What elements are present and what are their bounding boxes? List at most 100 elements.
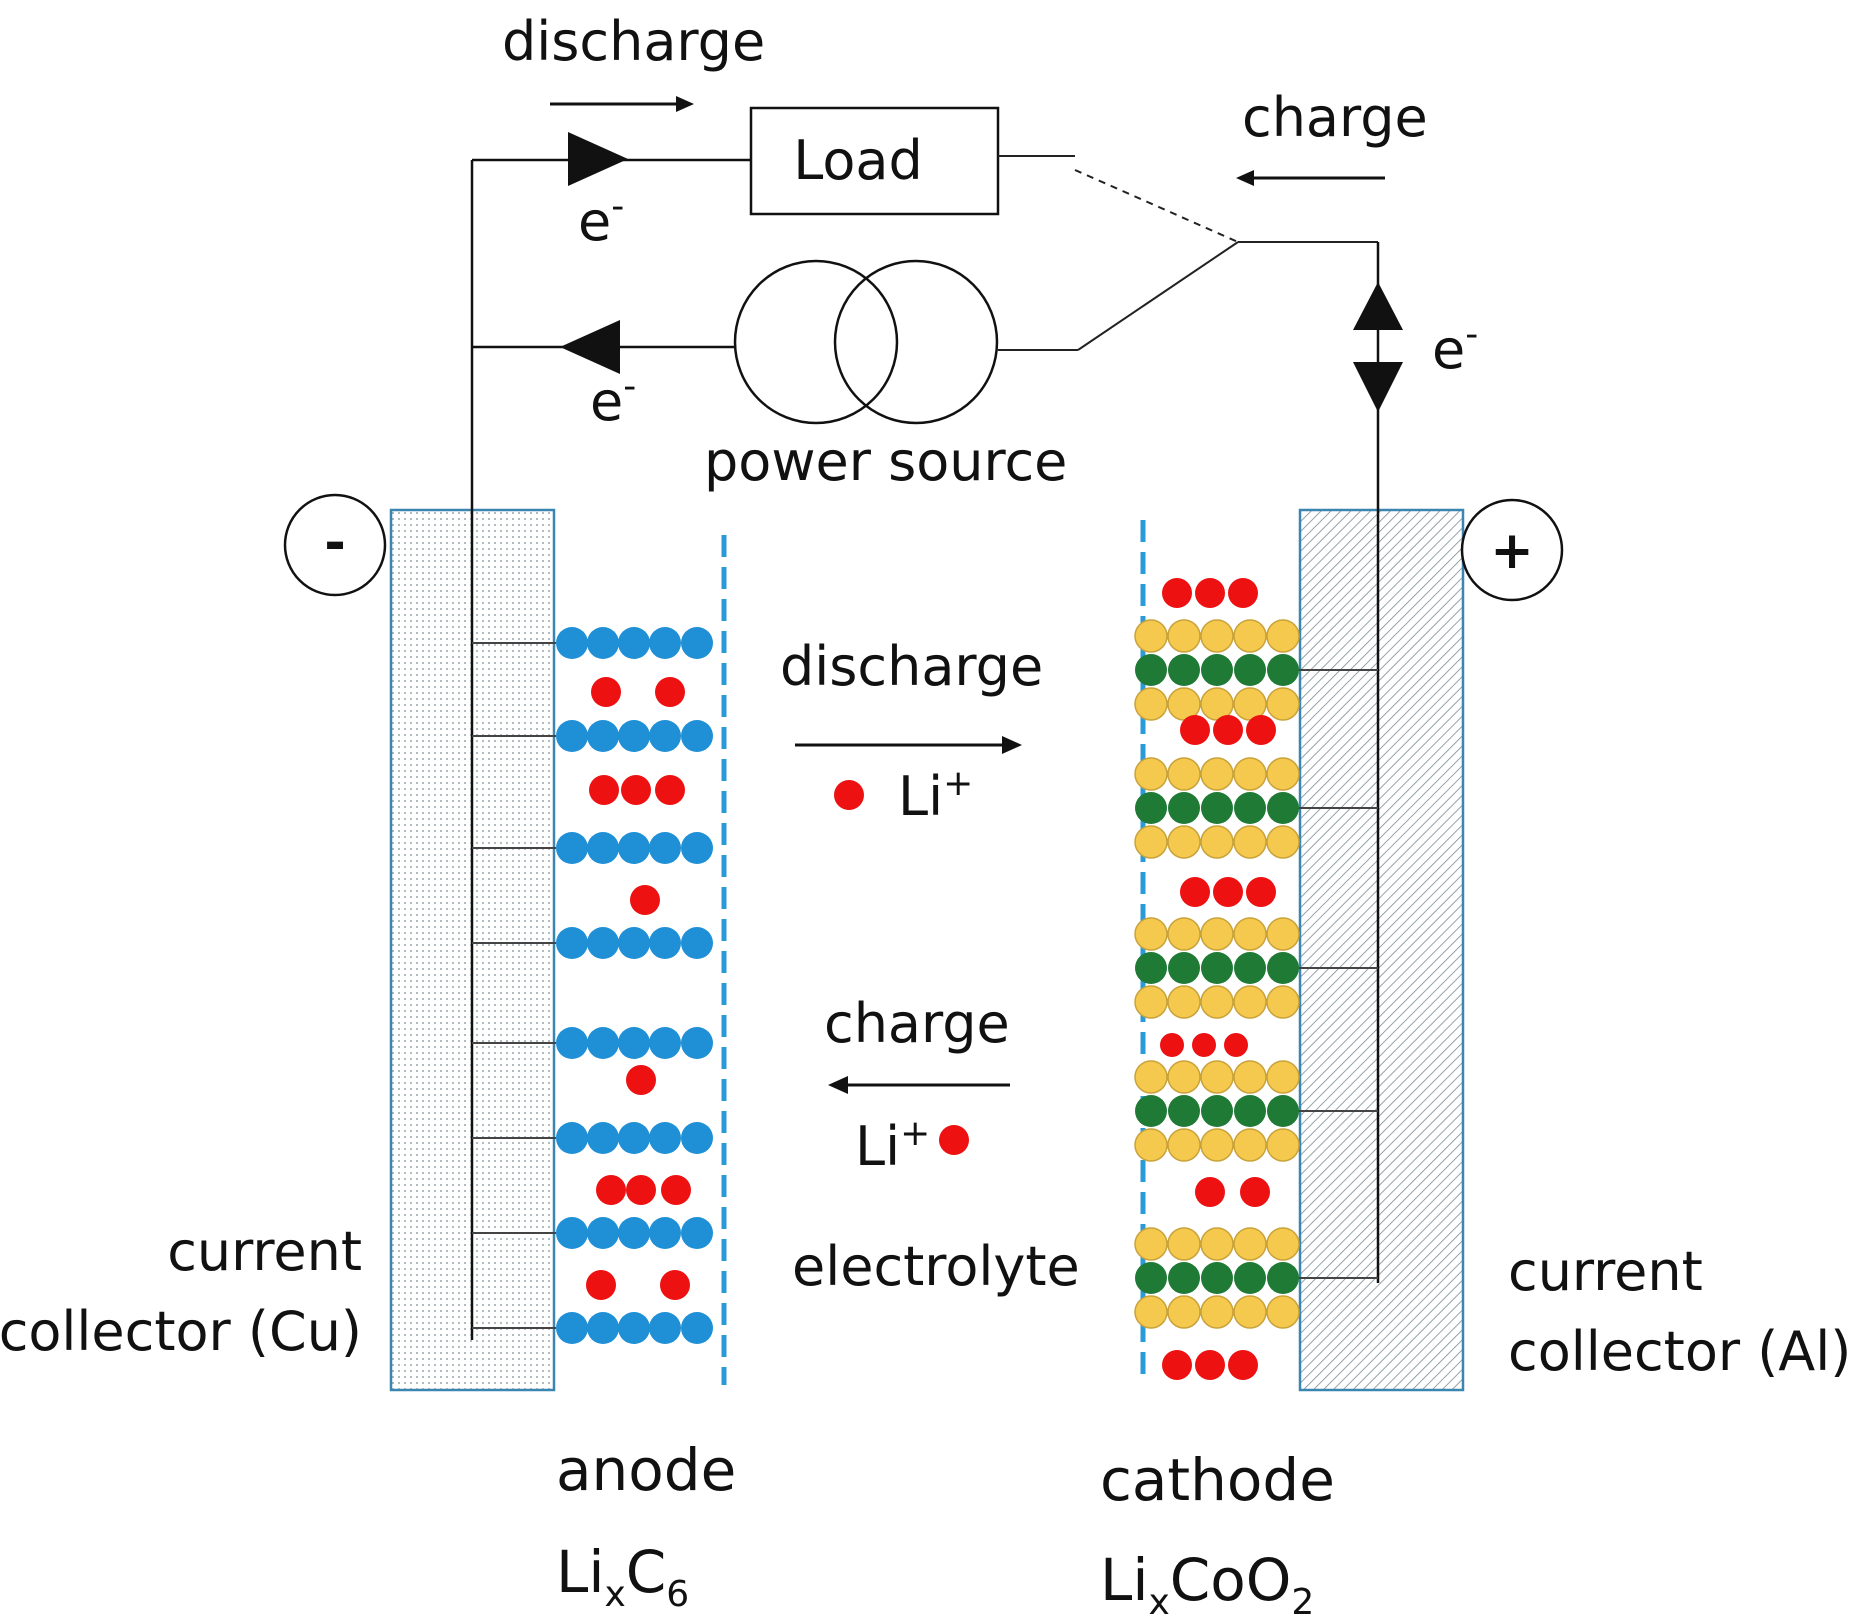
- collector-al-label-line2: collector (Al): [1508, 1320, 1851, 1383]
- carbon-atom: [556, 720, 588, 752]
- carbon-atom: [587, 627, 619, 659]
- li-ion-dot: [834, 780, 864, 810]
- carbon-atom: [618, 1312, 650, 1344]
- anode-particles: [556, 627, 713, 1344]
- carbon-atom: [556, 1027, 588, 1059]
- cobalt-atom: [1201, 1095, 1233, 1127]
- lithium-ion: [626, 1065, 656, 1095]
- oxygen-atom: [1200, 619, 1234, 653]
- carbon-atom: [649, 1027, 681, 1059]
- anode-connector-lines: [472, 642, 556, 1329]
- carbon-atom: [587, 1312, 619, 1344]
- charge-mid-label: charge: [824, 992, 1010, 1055]
- charge-top-label: charge: [1242, 86, 1428, 149]
- cobalt-atom: [1135, 792, 1167, 824]
- oxygen-atom: [1134, 687, 1168, 721]
- carbon-atom: [649, 1122, 681, 1154]
- lithium-ion: [1195, 578, 1225, 608]
- carbon-atom: [618, 832, 650, 864]
- cathode-formula: LixCoO2: [1100, 1546, 1314, 1623]
- li-ion-label: Li+: [855, 1113, 930, 1178]
- electron-arrow-down: [1353, 362, 1403, 412]
- oxygen-atom: [1266, 825, 1300, 859]
- oxygen-atom: [1200, 985, 1234, 1019]
- carbon-atom: [681, 627, 713, 659]
- oxygen-atom: [1266, 1227, 1300, 1261]
- carbon-atom: [681, 1312, 713, 1344]
- lithium-ion: [655, 677, 685, 707]
- carbon-atom: [618, 1027, 650, 1059]
- oxygen-atom: [1200, 917, 1234, 951]
- lithium-ion: [596, 1175, 626, 1205]
- electron-arrow-left: [560, 320, 620, 374]
- carbon-atom: [681, 1027, 713, 1059]
- lithium-ion: [1228, 1350, 1258, 1380]
- li-charge-arrow: [828, 1076, 1010, 1094]
- carbon-atom: [681, 720, 713, 752]
- lithium-ion: [655, 775, 685, 805]
- discharge-mid-label: discharge: [780, 635, 1043, 698]
- electron-arrow-right: [568, 132, 628, 186]
- oxygen-atom: [1266, 1295, 1300, 1329]
- charge-direction-arrow: [1236, 170, 1385, 186]
- lithium-ion: [1246, 715, 1276, 745]
- oxygen-atom: [1167, 825, 1201, 859]
- oxygen-atom: [1134, 985, 1168, 1019]
- oxygen-atom: [1134, 825, 1168, 859]
- lithium-ion: [1195, 1350, 1225, 1380]
- lithium-ion: [1160, 1033, 1184, 1057]
- lithium-ion: [1213, 877, 1243, 907]
- cobalt-atom: [1234, 654, 1266, 686]
- carbon-atom: [556, 1312, 588, 1344]
- oxygen-atom: [1266, 687, 1300, 721]
- power-source-icon: [733, 259, 999, 425]
- oxygen-atom: [1200, 1128, 1234, 1162]
- lithium-ion: [589, 775, 619, 805]
- cobalt-atom: [1201, 792, 1233, 824]
- positive-terminal-symbol: +: [1490, 521, 1534, 581]
- electron-label: e-: [578, 186, 624, 253]
- oxygen-atom: [1233, 825, 1267, 859]
- oxygen-atom: [1266, 1060, 1300, 1094]
- carbon-atom: [681, 927, 713, 959]
- oxygen-atom: [1134, 1295, 1168, 1329]
- carbon-atom: [587, 720, 619, 752]
- cobalt-atom: [1234, 792, 1266, 824]
- oxygen-atom: [1134, 1128, 1168, 1162]
- oxygen-atom: [1233, 619, 1267, 653]
- carbon-atom: [649, 1217, 681, 1249]
- cobalt-atom: [1234, 1095, 1266, 1127]
- oxygen-atom: [1200, 1227, 1234, 1261]
- carbon-atom: [556, 627, 588, 659]
- carbon-atom: [587, 1217, 619, 1249]
- cobalt-atom: [1168, 792, 1200, 824]
- lithium-ion: [661, 1175, 691, 1205]
- cobalt-atom: [1168, 1262, 1200, 1294]
- cobalt-atom: [1267, 1095, 1299, 1127]
- lithium-ion: [1240, 1177, 1270, 1207]
- oxygen-atom: [1167, 1128, 1201, 1162]
- collector-cu-label-line1: current: [167, 1220, 362, 1283]
- load-box: [749, 106, 1000, 216]
- carbon-atom: [618, 1122, 650, 1154]
- carbon-atom: [587, 832, 619, 864]
- carbon-atom: [649, 627, 681, 659]
- lithium-ion: [1180, 715, 1210, 745]
- electron-arrow-up: [1353, 282, 1403, 330]
- lithium-ion: [591, 677, 621, 707]
- collector-al-label-line1: current: [1508, 1240, 1703, 1303]
- oxygen-atom: [1266, 1128, 1300, 1162]
- carbon-atom: [681, 832, 713, 864]
- lithium-ion: [1246, 877, 1276, 907]
- carbon-atom: [649, 720, 681, 752]
- cobalt-atom: [1168, 1095, 1200, 1127]
- cobalt-atom: [1168, 654, 1200, 686]
- cobalt-atom: [1267, 952, 1299, 984]
- carbon-atom: [556, 1122, 588, 1154]
- oxygen-atom: [1266, 757, 1300, 791]
- oxygen-atom: [1200, 757, 1234, 791]
- carbon-atom: [556, 832, 588, 864]
- li-ion-label: Li+: [898, 763, 973, 828]
- electron-label: e-: [590, 366, 636, 433]
